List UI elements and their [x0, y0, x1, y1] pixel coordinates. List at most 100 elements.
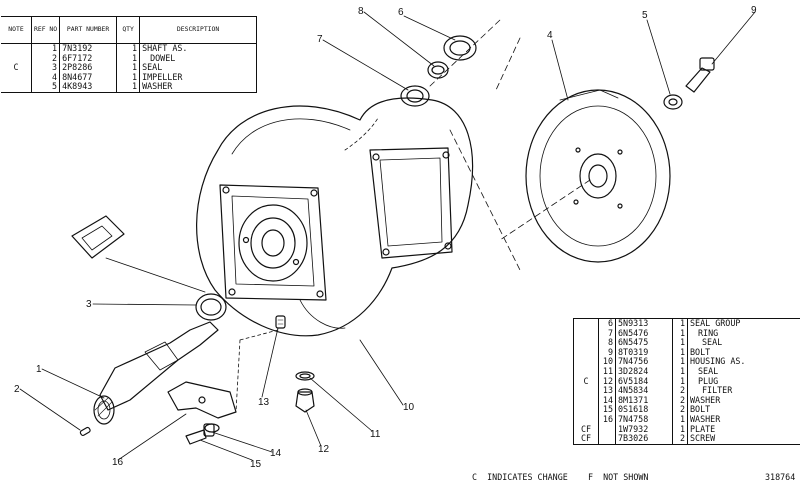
part-number-cell: 7N4756: [615, 357, 673, 367]
part-number-cell: 0S1618: [615, 405, 673, 415]
description-cell: DOWEL: [150, 52, 176, 63]
callout-5: 5: [642, 10, 648, 21]
ref-cell: 6: [598, 318, 616, 329]
callout-16: 16: [112, 457, 124, 468]
callout-4: 4: [547, 30, 553, 41]
ref-cell: 16: [598, 414, 616, 425]
qty-cell: 1: [116, 72, 141, 83]
note-cell: CF: [573, 424, 599, 435]
ref-cell: 5: [31, 82, 61, 93]
qty-cell: 1: [672, 366, 688, 377]
header-description: DESCRIPTION: [139, 16, 257, 44]
dowel-part: [79, 426, 91, 436]
ref-cell: 15: [598, 405, 616, 415]
note-cell: [573, 405, 599, 415]
ref-cell: 12: [598, 376, 616, 387]
description-cell: SEAL GROUP: [690, 318, 741, 328]
description-cell: SEAL: [698, 365, 719, 376]
qty-cell: 1: [116, 43, 141, 54]
ref-cell: 7: [598, 328, 616, 339]
callout-14: 14: [270, 448, 282, 459]
table-row: C 1 7N3192 1 SHAFT AS.: [1, 43, 257, 93]
ref-cell: 13: [598, 386, 616, 396]
part-number-cell: 5N9313: [615, 318, 673, 329]
drawing-id: 318764: [765, 472, 796, 482]
note-cell: [573, 338, 599, 348]
part-number-cell: 3D2824: [615, 366, 673, 377]
seal-and-plug: [295, 371, 315, 413]
description-cell: PLATE: [690, 423, 716, 434]
qty-cell: 1: [672, 414, 688, 425]
parts-table-left: NOTE REF NO PART NUMBER QTY DESCRIPTION …: [1, 16, 258, 93]
ref-cell: [598, 424, 616, 435]
ref-cell: 8: [598, 338, 616, 348]
seal-group: [400, 19, 501, 107]
description-cell: RING: [698, 327, 719, 338]
qty-cell: 1: [672, 347, 688, 358]
part-number-cell: 4K8943: [59, 82, 118, 93]
qty-cell: 1: [116, 53, 141, 64]
qty-cell: 1: [672, 357, 688, 367]
description-cell: PLUG: [698, 375, 719, 386]
part-number-cell: 2P8286: [59, 63, 118, 73]
impeller-part: [499, 89, 671, 263]
qty-cell: 1: [672, 318, 688, 329]
note-change-mark: C: [573, 376, 599, 387]
description-cell: BOLT: [690, 346, 711, 357]
note-cell: [573, 414, 599, 425]
description-cell: SEAL: [142, 62, 163, 73]
part-number-cell: 8T0319: [615, 347, 673, 358]
qty-cell: 1: [672, 424, 688, 435]
note-cell: [573, 395, 599, 406]
note-change-mark: C: [1, 43, 32, 93]
description-cell: WASHER: [142, 81, 173, 92]
callout-15: 15: [250, 459, 262, 470]
qty-cell: 2: [672, 405, 688, 415]
part-number-cell: 1W7932: [615, 424, 673, 435]
part-number-cell: 4N5834: [615, 386, 673, 396]
ref-cell: 9: [598, 347, 616, 358]
callout-8: 8: [358, 6, 364, 17]
callout-6: 6: [398, 7, 404, 18]
note-cell: [573, 386, 599, 396]
part-number-cell: 6N5475: [615, 338, 673, 348]
table-row: 4 8N4677 1 IMPELLER: [1, 72, 257, 83]
qty-cell: 1: [672, 328, 688, 339]
description-cell: HOUSING AS.: [690, 356, 746, 367]
ref-cell: 2: [31, 53, 61, 64]
callout-2: 2: [14, 384, 20, 395]
qty-cell: 1: [672, 376, 688, 387]
callout-13: 13: [258, 397, 270, 408]
ref-cell: 10: [598, 357, 616, 367]
note-cell: [573, 366, 599, 377]
ref-cell: 11: [598, 366, 616, 377]
change-legend: C INDICATES CHANGE F NOT SHOWN: [472, 472, 649, 482]
ref-cell: 3: [31, 63, 61, 73]
qty-cell: 1: [116, 63, 141, 73]
ref-cell: 14: [598, 395, 616, 406]
shaft-assembly: [93, 321, 219, 425]
seal-part-3: [195, 293, 227, 321]
header-ref: REF NO: [31, 16, 61, 44]
part-number-cell: 8M1371: [615, 395, 673, 406]
part-number-cell: 6F7172: [59, 53, 118, 64]
header-qty: QTY: [116, 16, 141, 44]
note-cell: [573, 328, 599, 339]
description-cell: SCREW: [690, 433, 716, 444]
callout-9: 9: [751, 5, 757, 16]
callout-11: 11: [370, 429, 381, 440]
part-number-cell: 7N4758: [615, 414, 673, 425]
qty-cell: 2: [672, 386, 688, 396]
part-number-cell: 6V5184: [615, 376, 673, 387]
description-cell: BOLT: [690, 404, 711, 415]
qty-cell: 2: [672, 433, 688, 445]
washer-part-16: [167, 381, 237, 419]
filter-part: [275, 315, 286, 329]
callout-7: 7: [317, 34, 323, 45]
